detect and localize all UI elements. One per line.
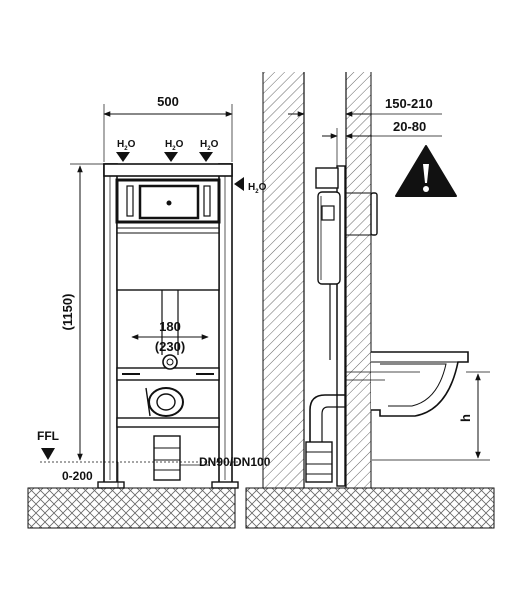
side-flush-plate <box>370 192 378 236</box>
frame-right-post <box>218 163 233 485</box>
inlet-arrow-left <box>116 152 130 162</box>
side-height-label: h <box>458 414 473 422</box>
drain-elbow <box>148 387 184 417</box>
flush-spacing-label: 180 <box>159 319 181 334</box>
warning-triangle-icon <box>395 145 457 197</box>
ffl-label: FFL <box>37 429 59 443</box>
frame-left-post <box>103 163 118 485</box>
side-cistern-top <box>315 167 339 189</box>
floor-side <box>245 487 495 529</box>
inlet-arrow-right <box>199 152 213 162</box>
h2o-label-center: H2O <box>165 139 184 152</box>
side-drain-pipe <box>305 441 333 483</box>
wall-left <box>263 72 304 488</box>
floor-offset-label: 0-200 <box>62 469 93 483</box>
h2o-label-right: H2O <box>200 139 219 152</box>
height-label: (1150) <box>60 294 75 331</box>
frame-offset-label: 20-80 <box>393 119 426 134</box>
h2o-label-left: H2O <box>117 139 136 152</box>
flush-spacing-alt-label: (230) <box>155 339 185 354</box>
inlet-arrow-side <box>234 177 244 191</box>
drain-label: DN90/DN100 <box>199 455 271 469</box>
floor-front <box>27 487 236 529</box>
drain-pipe <box>153 435 181 481</box>
ffl-arrow <box>41 448 55 460</box>
frame-lower-rail <box>116 417 220 428</box>
wall-right <box>346 72 371 488</box>
frame-right-foot <box>211 481 239 489</box>
frame-top-rail <box>103 163 233 177</box>
front-view <box>97 163 239 489</box>
water-inlet-arrows <box>41 152 244 460</box>
front-dimensions <box>40 104 240 488</box>
side-drain-bend <box>309 394 346 442</box>
width-label: 500 <box>157 94 179 109</box>
wall-gap-label: 150-210 <box>385 96 433 111</box>
side-dimensions <box>288 111 490 461</box>
inlet-arrow-center <box>164 152 178 162</box>
frame-left-foot <box>97 481 125 489</box>
side-view <box>262 72 469 488</box>
